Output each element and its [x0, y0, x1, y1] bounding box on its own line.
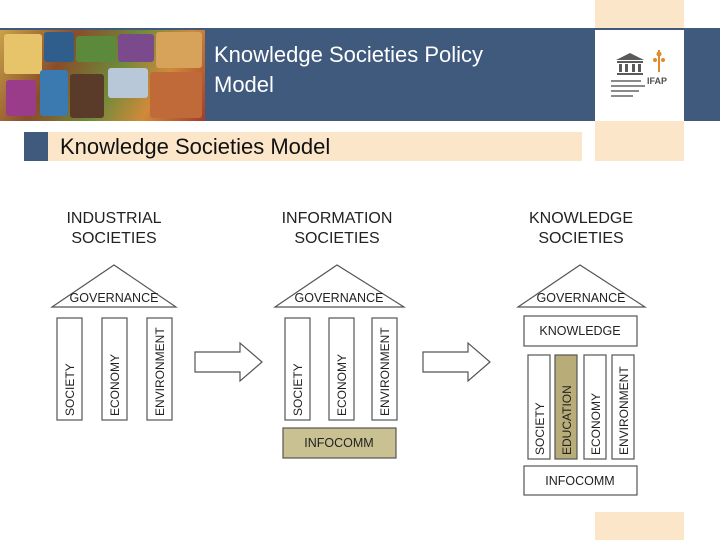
governance-roof — [50, 264, 178, 308]
pillar-economy — [583, 354, 607, 460]
pillar-education — [554, 354, 578, 460]
column-title-line-2: SOCIETIES — [294, 230, 379, 247]
logo-box: IFAP — [595, 30, 684, 121]
pillar-environment — [611, 354, 635, 460]
title-line-2: Model — [214, 72, 274, 97]
ifap-logo-text: IFAP — [647, 76, 668, 86]
infocomm-base — [282, 427, 397, 459]
pillar-society — [527, 354, 551, 460]
ifap-emblem-icon — [653, 50, 665, 72]
section-title: Knowledge Societies Model — [60, 134, 331, 159]
pillar-label: SOCIETY — [533, 402, 547, 455]
knowledge-band — [523, 315, 638, 347]
knowledge-societies-column: KNOWLEDGE SOCIETIES GOVERNANCE KNOWLEDGE… — [516, 210, 648, 496]
governance-label: GOVERNANCE — [537, 291, 626, 305]
page-title: Knowledge Societies Policy Model — [214, 40, 574, 100]
governance-roof — [273, 264, 407, 308]
photo-collage — [0, 30, 205, 121]
column-title-line-1: KNOWLEDGE — [529, 210, 633, 227]
pillar-label: ENVIRONMENT — [378, 327, 392, 416]
industrial-societies-column: INDUSTRIAL SOCIETIES GOVERNANCE SOCIETY … — [50, 210, 178, 421]
decorative-bottom-strip — [595, 512, 684, 540]
decorative-right-strip — [595, 121, 684, 161]
column-title-line-2: SOCIETIES — [71, 230, 156, 247]
governance-label: GOVERNANCE — [295, 291, 384, 305]
right-arrow-icon — [194, 341, 263, 383]
section-heading-bar — [24, 132, 582, 161]
infocomm-label: INFOCOMM — [304, 436, 373, 450]
column-title-line-2: SOCIETIES — [538, 230, 623, 247]
decorative-top-strip — [595, 0, 684, 28]
pillar-label: ENVIRONMENT — [153, 327, 167, 416]
pillar-label: ECONOMY — [108, 354, 122, 416]
logo-caption-lines-icon — [611, 80, 645, 97]
column-title-line-1: INDUSTRIAL — [66, 210, 161, 227]
information-societies-column: INFORMATION SOCIETIES GOVERNANCE SOCIETY… — [273, 210, 407, 459]
pillar-label: SOCIETY — [291, 363, 305, 416]
section-heading-marker — [24, 132, 48, 161]
pillar-environment — [371, 317, 398, 421]
knowledge-band-label: KNOWLEDGE — [539, 324, 620, 338]
pillar-society — [284, 317, 311, 421]
right-arrow-icon — [422, 341, 491, 383]
infocomm-label: INFOCOMM — [545, 474, 614, 488]
unesco-temple-icon — [616, 53, 644, 75]
pillar-society — [56, 317, 83, 421]
pillar-economy — [101, 317, 128, 421]
governance-label: GOVERNANCE — [70, 291, 159, 305]
pillar-label: ENVIRONMENT — [617, 366, 631, 455]
governance-roof — [516, 264, 648, 308]
pillar-economy — [328, 317, 355, 421]
pillar-label: ECONOMY — [589, 393, 603, 455]
pillar-label: EDUCATION — [560, 385, 574, 455]
column-title-line-1: INFORMATION — [282, 210, 393, 227]
pillar-label: SOCIETY — [63, 363, 77, 416]
pillar-environment — [146, 317, 173, 421]
infocomm-base — [523, 465, 638, 496]
title-line-1: Knowledge Societies Policy — [214, 42, 484, 67]
pillar-label: ECONOMY — [335, 354, 349, 416]
